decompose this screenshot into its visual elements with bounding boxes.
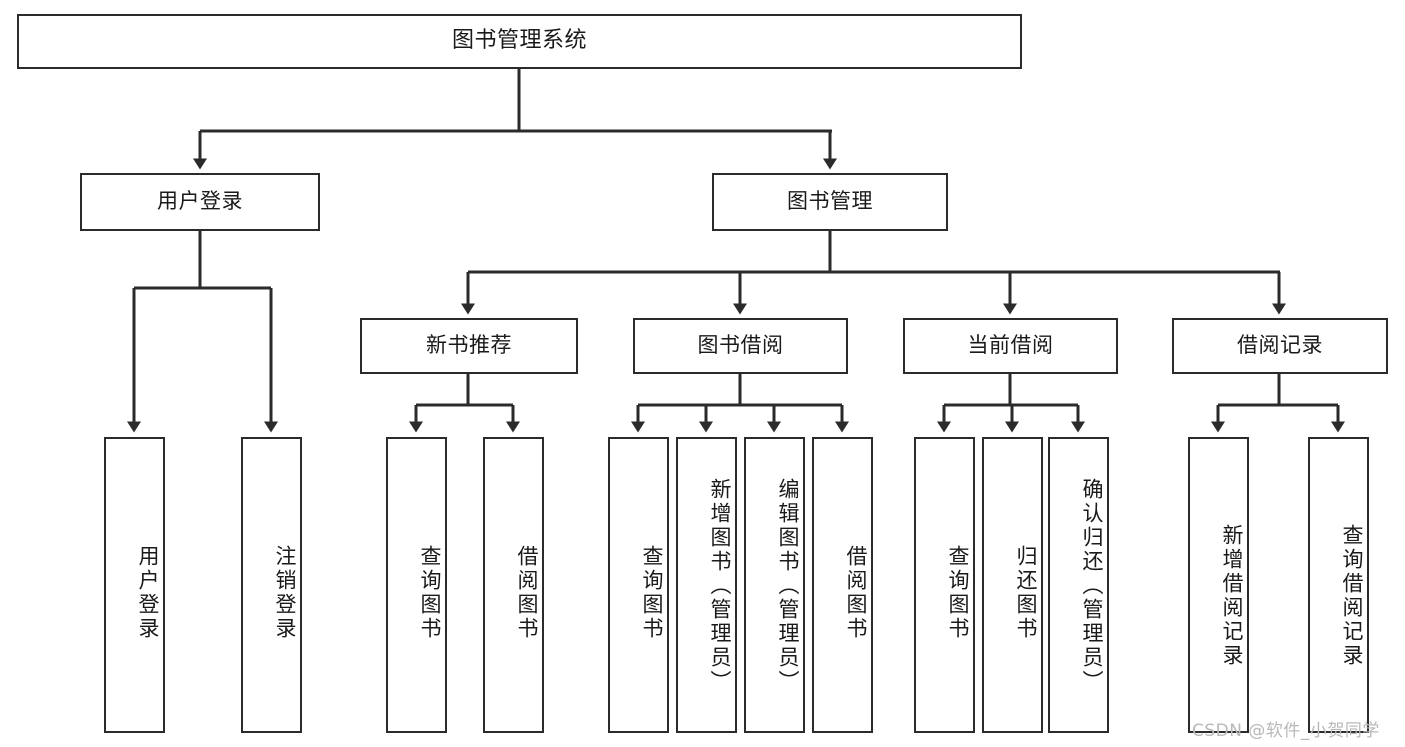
node-root[interactable]: 图书管理系统: [17, 14, 1022, 69]
node-root-label: 图书管理系统: [451, 28, 587, 54]
node-borrow-record-label: 借阅记录: [1237, 333, 1323, 358]
csdn-watermark: CSDN @软件_小贺同学: [1192, 721, 1380, 741]
node-leaf-logout-label: 注销登录: [273, 545, 297, 641]
node-leaf-add-book-label: 新增图书（管理员）: [708, 478, 732, 694]
node-leaf-query-book-2[interactable]: 查询图书: [608, 437, 669, 733]
node-leaf-return-book-label: 归还图书: [1014, 545, 1038, 641]
node-book-borrow[interactable]: 图书借阅: [633, 318, 848, 374]
node-leaf-edit-book[interactable]: 编辑图书（管理员）: [744, 437, 805, 733]
node-leaf-borrow-book-1-label: 借阅图书: [515, 545, 539, 641]
node-leaf-user-login-label: 用户登录: [136, 545, 160, 641]
node-leaf-query-book-2-label: 查询图书: [640, 545, 664, 641]
node-leaf-add-record-label: 新增借阅记录: [1220, 524, 1244, 668]
node-user-login-label: 用户登录: [157, 189, 243, 214]
node-new-book-rec-label: 新书推荐: [426, 333, 512, 358]
node-leaf-query-book-1-label: 查询图书: [418, 545, 442, 641]
node-leaf-query-book-3[interactable]: 查询图书: [914, 437, 975, 733]
node-book-manage[interactable]: 图书管理: [712, 173, 948, 231]
node-leaf-return-book[interactable]: 归还图书: [982, 437, 1043, 733]
node-leaf-query-book-1[interactable]: 查询图书: [386, 437, 447, 733]
node-leaf-add-book[interactable]: 新增图书（管理员）: [676, 437, 737, 733]
node-leaf-add-record[interactable]: 新增借阅记录: [1188, 437, 1249, 733]
node-current-borrow-label: 当前借阅: [967, 333, 1054, 358]
node-book-borrow-label: 图书借阅: [697, 333, 784, 358]
node-book-manage-label: 图书管理: [787, 189, 873, 214]
node-current-borrow[interactable]: 当前借阅: [903, 318, 1118, 374]
node-leaf-logout[interactable]: 注销登录: [241, 437, 302, 733]
node-leaf-edit-book-label: 编辑图书（管理员）: [776, 478, 800, 694]
node-leaf-confirm-return-label: 确认归还（管理员）: [1080, 478, 1104, 694]
node-leaf-query-record[interactable]: 查询借阅记录: [1308, 437, 1369, 733]
node-borrow-record[interactable]: 借阅记录: [1172, 318, 1388, 374]
node-leaf-borrow-book-2[interactable]: 借阅图书: [812, 437, 873, 733]
node-leaf-query-record-label: 查询借阅记录: [1340, 524, 1364, 668]
node-user-login[interactable]: 用户登录: [80, 173, 320, 231]
node-new-book-rec[interactable]: 新书推荐: [360, 318, 578, 374]
node-leaf-user-login[interactable]: 用户登录: [104, 437, 165, 733]
node-leaf-borrow-book-2-label: 借阅图书: [844, 545, 868, 641]
node-leaf-query-book-3-label: 查询图书: [946, 545, 970, 641]
node-leaf-borrow-book-1[interactable]: 借阅图书: [483, 437, 544, 733]
node-leaf-confirm-return[interactable]: 确认归还（管理员）: [1048, 437, 1109, 733]
